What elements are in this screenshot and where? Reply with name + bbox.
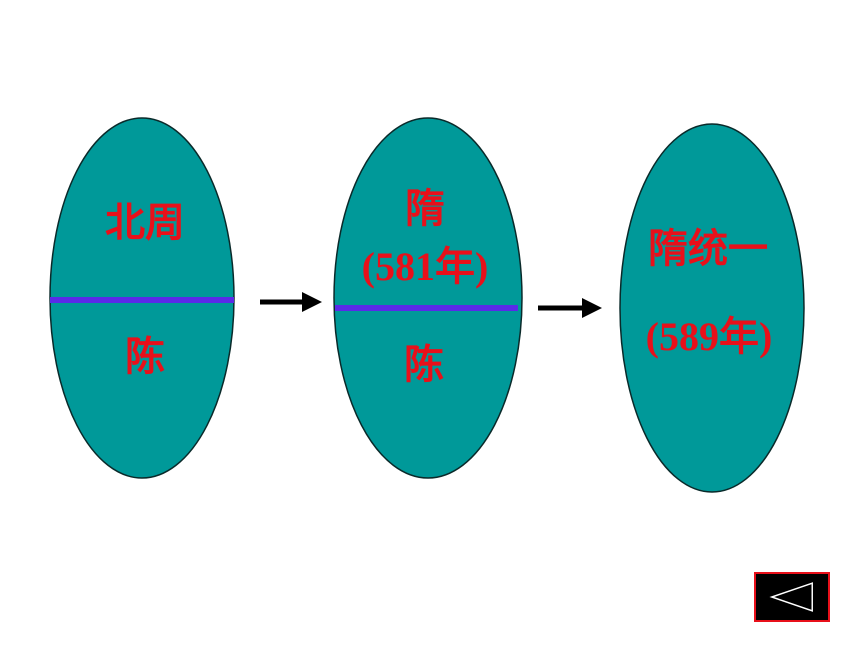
node-1-top-label: 北周 bbox=[105, 200, 185, 245]
node-sui-unification: 隋统一 (589年) bbox=[619, 123, 805, 493]
node-beizhou-chen: 北周 陈 bbox=[49, 117, 235, 479]
arrow-1 bbox=[260, 292, 322, 312]
node-3-ellipse bbox=[619, 123, 805, 493]
node-2-bottom-label: 陈 bbox=[404, 342, 444, 387]
node-1-bottom-label: 陈 bbox=[125, 334, 165, 379]
node-2-ellipse bbox=[333, 117, 523, 479]
triangle-left-icon bbox=[769, 582, 813, 612]
arrow-2 bbox=[538, 298, 602, 318]
node-3-line1-label: 隋统一 bbox=[648, 226, 768, 271]
node-2-top-label: 隋 bbox=[405, 186, 445, 231]
node-3-line2-label: (589年) bbox=[646, 314, 773, 359]
back-button[interactable] bbox=[754, 572, 830, 622]
node-sui-chen: 隋 (581年) 陈 bbox=[333, 117, 523, 479]
node-2-year-label: (581年) bbox=[362, 244, 489, 289]
